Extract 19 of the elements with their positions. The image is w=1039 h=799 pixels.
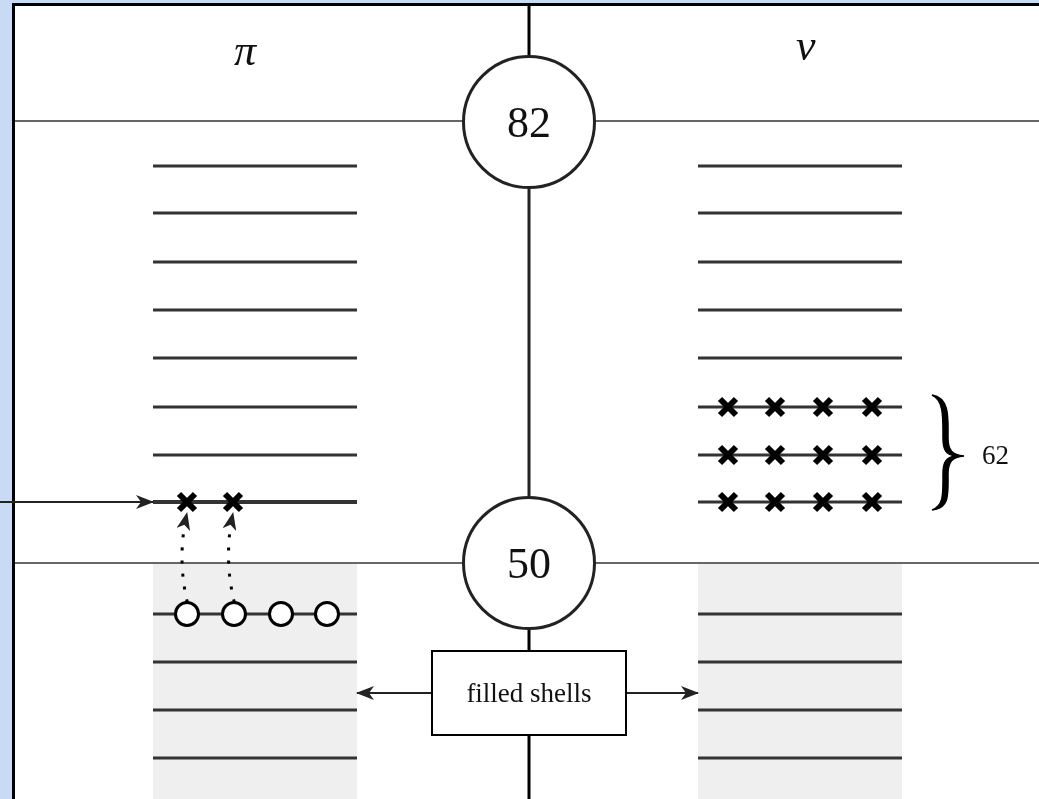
box-text: filled shells [466, 677, 592, 709]
filled-shell-area [153, 564, 357, 799]
label-box [431, 650, 627, 736]
connector-line [527, 189, 531, 496]
count-label: 62 [982, 440, 1009, 471]
hole-circle [221, 601, 247, 627]
arrow [222, 511, 237, 603]
arrow [356, 686, 432, 700]
arrow [0, 495, 154, 509]
hole-circle [174, 601, 200, 627]
filled-shell-area [698, 564, 902, 799]
particle-cross [176, 491, 198, 513]
magic-number: 50 [507, 537, 551, 589]
column-label: ν [796, 20, 816, 71]
arrow [176, 511, 191, 603]
column-label: π [234, 25, 257, 76]
magic-number: 82 [507, 96, 551, 148]
arrow [626, 686, 699, 700]
particle-cross [222, 491, 244, 513]
